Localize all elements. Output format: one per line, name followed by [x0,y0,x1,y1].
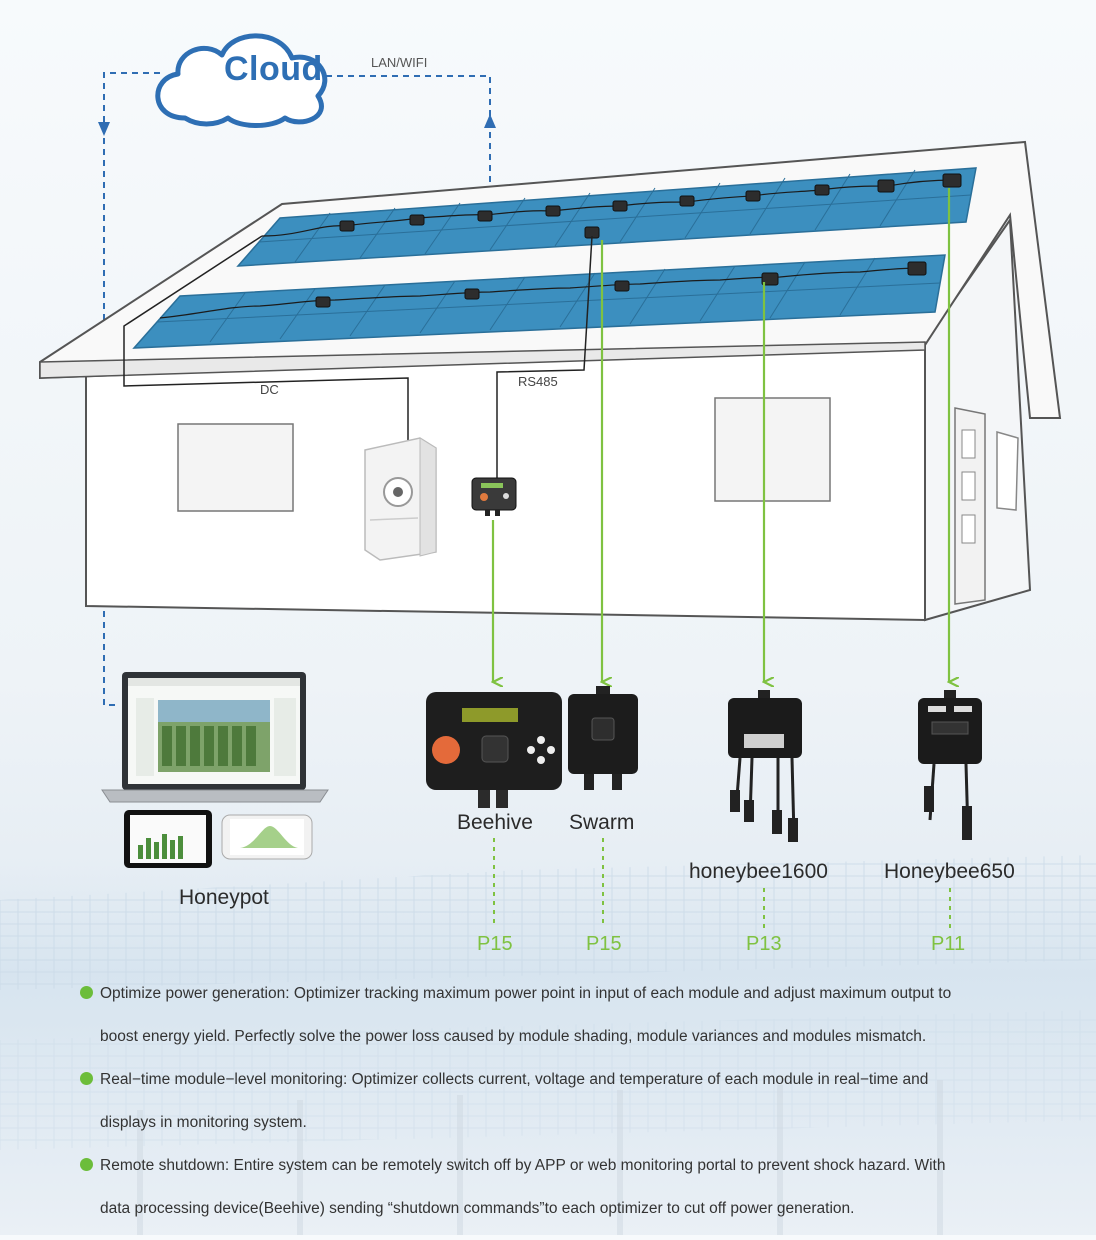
dc-label: DC [260,382,279,397]
beehive-label: Beehive [457,811,533,834]
lan-wifi-label: LAN/WIFI [371,55,428,70]
bullet-dot-icon [80,1158,93,1171]
beehive-device [426,692,562,808]
page-reference-lines [493,838,951,928]
solar-panel-row-upper [236,167,977,267]
swarm-label: Swarm [569,811,635,834]
house-side-window [996,431,1019,511]
bullet-dot-icon [80,986,93,999]
honeybee1600-label: honeybee1600 [689,860,828,883]
network-arrowheads [98,114,496,136]
feature-line: Remote shutdown: Entire system can be re… [100,1157,946,1174]
feature-line: Real−time module−level monitoring: Optim… [100,1071,929,1088]
honeybee650-device [918,690,982,840]
honeybee1600-page-ref: P13 [746,933,782,955]
feature-line: data processing device(Beehive) sending … [100,1200,855,1217]
panel-optimizers [315,173,962,308]
feature-item: Real−time module−level monitoring: Optim… [80,1058,1070,1144]
background-solar-field [0,855,1096,1235]
rs485-label: RS485 [518,374,558,389]
house-window-left [177,423,294,512]
house-window-right [714,397,831,502]
dc-wiring [123,235,409,440]
honeybee650-page-ref: P11 [931,933,966,955]
product-link-arrows [493,188,949,682]
honeybee1600-device [728,690,802,842]
phone-device [221,814,313,860]
solar-panel-row-lower [132,254,946,349]
tablet-device [124,810,212,868]
feature-line: boost energy yield. Perfectly solve the … [100,1028,927,1045]
feature-line: displays in monitoring system. [100,1114,307,1131]
feature-list: Optimize power generation: Optimizer tra… [80,972,1070,1230]
honeybee650-label: Honeybee650 [884,860,1015,883]
feature-line: Optimize power generation: Optimizer tra… [100,985,952,1002]
feature-item: Optimize power generation: Optimizer tra… [80,972,1070,1058]
cloud-label: Cloud [224,50,323,88]
laptop-device [101,672,329,803]
rs485-wiring [496,235,593,478]
beehive-on-wall [471,477,517,516]
cloud-icon [155,33,328,128]
swarm-page-ref: P15 [586,933,622,955]
bullet-dot-icon [80,1072,93,1085]
inverter [364,437,437,561]
feature-item: Remote shutdown: Entire system can be re… [80,1144,1070,1230]
beehive-page-ref: P15 [477,933,513,955]
swarm-device [568,686,638,790]
honeypot-label: Honeypot [179,886,269,909]
